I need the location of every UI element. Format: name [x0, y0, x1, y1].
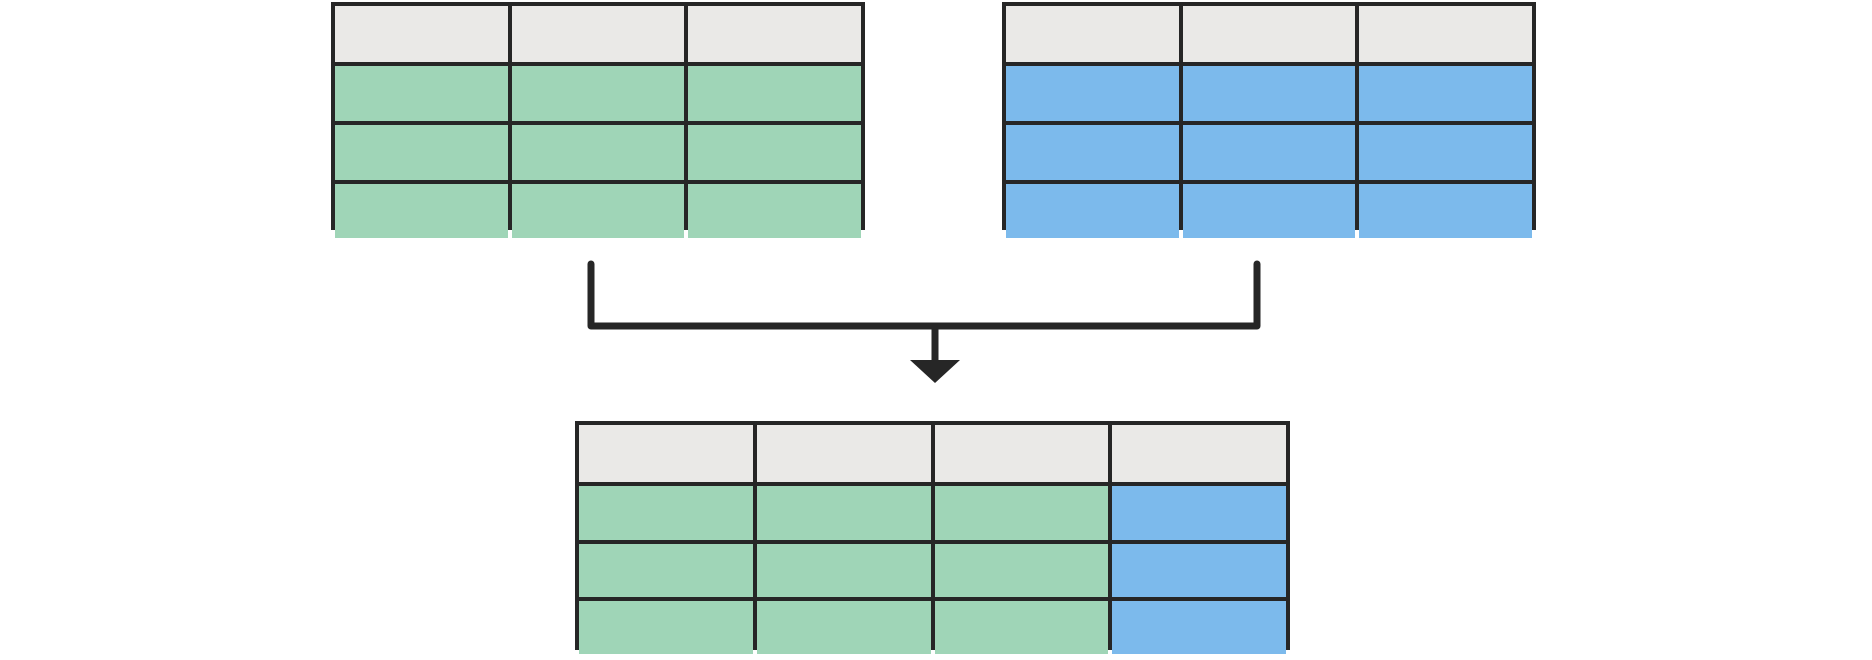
table-data-cell [511, 66, 685, 121]
table-data-cell [688, 66, 861, 121]
table-data-cell [1359, 184, 1532, 238]
table-data-cell [511, 125, 685, 180]
table-data-cell [934, 601, 1109, 654]
table-data-cell [579, 486, 753, 540]
table-header-cell [335, 6, 508, 62]
table-data-cell [1182, 125, 1356, 180]
table-data-cell [1006, 125, 1179, 180]
table-data-cell [335, 184, 508, 238]
table-data-cell [1182, 66, 1356, 121]
merged-result-table [575, 421, 1290, 654]
table-header-cell [1112, 425, 1286, 482]
table-data-cell [1112, 486, 1286, 540]
table-data-cell [756, 486, 931, 540]
arrow-head-icon [910, 360, 960, 383]
table-header-cell [1182, 6, 1356, 62]
table-data-cell [511, 184, 685, 238]
table-data-cell [1359, 66, 1532, 121]
bracket-path [587, 260, 1261, 330]
table-data-cell [1112, 544, 1286, 597]
table-header-cell [1006, 6, 1179, 62]
table-data-cell [1359, 125, 1532, 180]
table-data-cell [756, 601, 931, 654]
table-data-cell [1112, 601, 1286, 654]
table-header-cell [579, 425, 753, 482]
table-header-cell [688, 6, 861, 62]
table-data-cell [756, 544, 931, 597]
table-data-cell [579, 544, 753, 597]
table-data-cell [1006, 66, 1179, 121]
table-data-cell [934, 544, 1109, 597]
right-source-table [1002, 2, 1536, 238]
table-header-cell [1359, 6, 1532, 62]
table-header-cell [756, 425, 931, 482]
table-data-cell [579, 601, 753, 654]
table-data-cell [1006, 184, 1179, 238]
table-data-cell [1182, 184, 1356, 238]
table-header-cell [934, 425, 1109, 482]
table-header-cell [511, 6, 685, 62]
table-data-cell [688, 184, 861, 238]
table-data-cell [335, 125, 508, 180]
table-data-cell [688, 125, 861, 180]
table-data-cell [934, 486, 1109, 540]
left-source-table [331, 2, 865, 238]
table-data-cell [335, 66, 508, 121]
